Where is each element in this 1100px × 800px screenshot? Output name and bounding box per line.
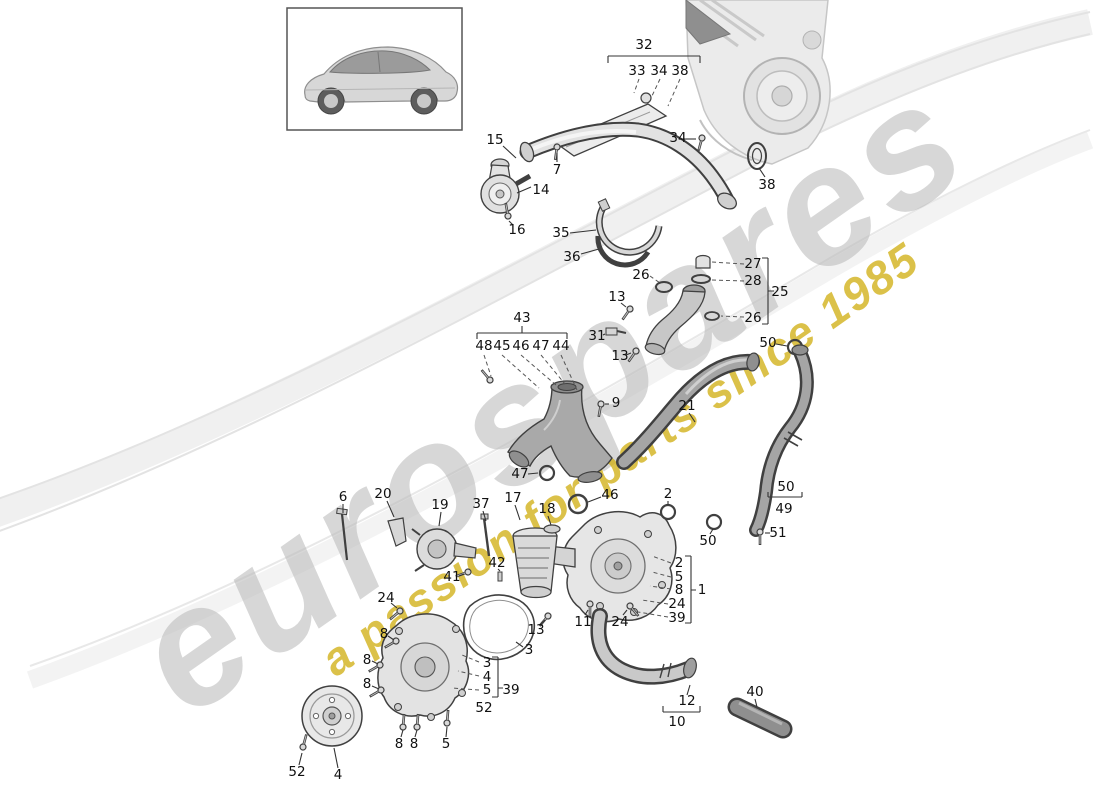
- pump-cover-drawing: [377, 613, 470, 721]
- part-number-52[interactable]: 52: [475, 700, 493, 716]
- part-number-5[interactable]: 5: [482, 682, 492, 698]
- part-number-12[interactable]: 12: [678, 693, 696, 709]
- part-number-41[interactable]: 41: [443, 569, 461, 585]
- part-number-28[interactable]: 28: [744, 273, 762, 289]
- part-number-4[interactable]: 4: [333, 767, 343, 783]
- part-number-46[interactable]: 46: [512, 338, 530, 354]
- part-number-39[interactable]: 39: [502, 682, 520, 698]
- part-number-36[interactable]: 36: [563, 249, 581, 265]
- seal-ring-46: [567, 493, 589, 515]
- part-number-46[interactable]: 46: [601, 487, 619, 503]
- clamp-drawing: [595, 198, 663, 268]
- swoosh-graphic: [0, 9, 1094, 689]
- part-number-4[interactable]: 4: [482, 669, 492, 685]
- part-number-34[interactable]: 34: [669, 130, 687, 146]
- part-number-50[interactable]: 50: [699, 533, 717, 549]
- leader-lines: [298, 55, 803, 769]
- part-number-38[interactable]: 38: [758, 177, 776, 193]
- bracket-20: [387, 517, 407, 547]
- actuator-drawing: [411, 528, 477, 572]
- part-number-18[interactable]: 18: [538, 501, 556, 517]
- part-number-32[interactable]: 32: [635, 37, 653, 53]
- part-number-42[interactable]: 42: [488, 555, 506, 571]
- dashed-leaders: [451, 78, 745, 691]
- part-number-31[interactable]: 31: [588, 328, 606, 344]
- part-number-27[interactable]: 27: [744, 256, 762, 272]
- part-number-35[interactable]: 35: [552, 225, 570, 241]
- pressure-valve-housing: [480, 158, 532, 221]
- pulley-drawing: [301, 685, 363, 747]
- part-number-10[interactable]: 10: [668, 714, 686, 730]
- part-number-3[interactable]: 3: [524, 642, 534, 658]
- part-number-16[interactable]: 16: [508, 222, 526, 238]
- part-number-5[interactable]: 5: [674, 569, 684, 585]
- part-number-7[interactable]: 7: [552, 162, 562, 178]
- thermostat-cartridge-drawing: [512, 524, 561, 599]
- part-number-20[interactable]: 20: [374, 486, 392, 502]
- part-number-26[interactable]: 26: [632, 267, 650, 283]
- part-number-33[interactable]: 33: [628, 63, 646, 79]
- part-number-14[interactable]: 14: [532, 182, 550, 198]
- part-number-24[interactable]: 24: [611, 614, 629, 630]
- part-number-8[interactable]: 8: [394, 736, 404, 752]
- part-number-43[interactable]: 43: [513, 310, 531, 326]
- part-number-13[interactable]: 13: [611, 348, 629, 364]
- pin-42: [497, 571, 503, 582]
- part-number-24[interactable]: 24: [377, 590, 395, 606]
- part-number-8[interactable]: 8: [674, 582, 684, 598]
- part-number-8[interactable]: 8: [362, 652, 372, 668]
- part-number-3[interactable]: 3: [482, 655, 492, 671]
- part-number-45[interactable]: 45: [493, 338, 511, 354]
- part-number-44[interactable]: 44: [552, 338, 570, 354]
- part-number-17[interactable]: 17: [504, 490, 522, 506]
- part-number-15[interactable]: 15: [486, 132, 504, 148]
- water-pipe-y-drawing: [507, 380, 613, 483]
- pin-37: [482, 517, 491, 557]
- part-number-8[interactable]: 8: [362, 676, 372, 692]
- part-number-37[interactable]: 37: [472, 496, 490, 512]
- part-number-8[interactable]: 8: [379, 626, 389, 642]
- bolt-6: [336, 507, 349, 561]
- hose-40: [727, 697, 793, 739]
- part-number-2[interactable]: 2: [674, 555, 684, 571]
- part-number-13[interactable]: 13: [527, 622, 545, 638]
- part-number-39[interactable]: 39: [668, 610, 686, 626]
- part-number-2[interactable]: 2: [663, 486, 673, 502]
- part-number-50[interactable]: 50: [777, 479, 795, 495]
- gasket-drawing: [462, 594, 536, 661]
- part-number-11[interactable]: 11: [574, 614, 592, 630]
- car-thumbnail: [286, 7, 463, 131]
- coolant-hose-21: [616, 352, 760, 470]
- part-number-52[interactable]: 52: [288, 764, 306, 780]
- part-number-8[interactable]: 8: [409, 736, 419, 752]
- part-number-40[interactable]: 40: [746, 684, 764, 700]
- part-number-1[interactable]: 1: [697, 582, 707, 598]
- part-number-5[interactable]: 5: [441, 736, 451, 752]
- sensor-31: [605, 327, 627, 336]
- coolant-hose-49: [749, 344, 814, 537]
- part-number-9[interactable]: 9: [611, 395, 621, 411]
- coolant-pipe-upper: [519, 92, 767, 210]
- filler-neck-drawing: [644, 254, 720, 356]
- part-number-26[interactable]: 26: [744, 310, 762, 326]
- part-number-49[interactable]: 49: [775, 501, 793, 517]
- part-number-24[interactable]: 24: [668, 596, 686, 612]
- part-number-51[interactable]: 51: [769, 525, 787, 541]
- part-number-25[interactable]: 25: [771, 284, 789, 300]
- part-number-38[interactable]: 38: [671, 63, 689, 79]
- coolant-hose-10: [590, 608, 697, 685]
- part-number-13[interactable]: 13: [608, 289, 626, 305]
- part-number-50[interactable]: 50: [759, 335, 777, 351]
- part-number-47[interactable]: 47: [532, 338, 550, 354]
- part-number-48[interactable]: 48: [475, 338, 493, 354]
- part-number-6[interactable]: 6: [338, 489, 348, 505]
- part-number-47[interactable]: 47: [511, 466, 529, 482]
- part-number-19[interactable]: 19: [431, 497, 449, 513]
- part-number-21[interactable]: 21: [678, 398, 696, 414]
- engine-fragment: [685, 0, 831, 165]
- part-number-34[interactable]: 34: [650, 63, 668, 79]
